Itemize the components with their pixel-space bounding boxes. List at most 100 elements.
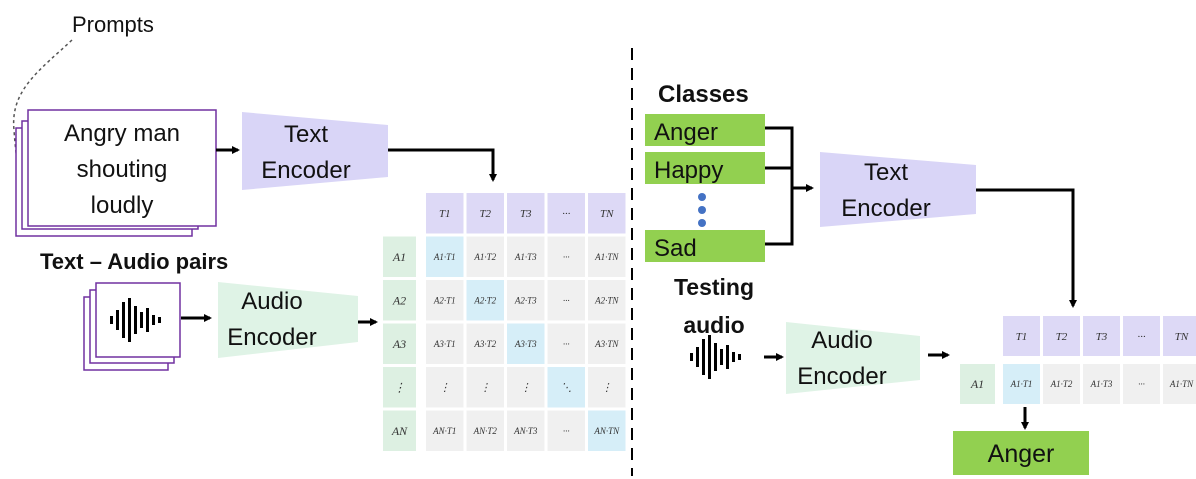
- matrix-cell-label: A2·T2: [473, 295, 496, 305]
- matrix-cell-label: AN·T1: [432, 426, 456, 436]
- matrix-cell: [547, 410, 585, 451]
- test-matrix-header-a: [960, 364, 995, 404]
- class-connectors: [765, 126, 814, 246]
- test-matrix-cell: [1083, 364, 1120, 404]
- matrix-cell-diagonal: [547, 367, 585, 408]
- matrix-header-t-label: ···: [562, 208, 571, 220]
- matrix-header-a-label: ⋮: [394, 380, 406, 394]
- matrix-cell-label: A2·TN: [594, 295, 619, 305]
- result-box: Anger: [953, 431, 1089, 475]
- matrix-header-t: [588, 193, 626, 234]
- matrix-cell: [466, 323, 504, 364]
- matrix-cell: [507, 280, 545, 321]
- test-matrix-header-a-label: A1: [970, 377, 984, 391]
- vertical-ellipsis-icon: [698, 193, 706, 227]
- class-label: Happy: [654, 157, 723, 184]
- test-matrix-cell-label: ···: [1138, 379, 1145, 389]
- prompt-line: shouting: [77, 156, 168, 183]
- matrix-cell: [547, 323, 585, 364]
- matrix-cell-diagonal: [426, 236, 464, 277]
- matrix-header-t-label: TN: [600, 208, 614, 220]
- text-encoder-training: Text Encoder: [242, 112, 388, 190]
- prompt-line: loudly: [91, 192, 154, 219]
- matrix-cell-label: A1·TN: [594, 252, 619, 262]
- matrix-cell: [426, 410, 464, 451]
- matrix-cell-label: A2·T3: [514, 295, 537, 305]
- audio-encoder-line: Encoder: [797, 363, 886, 390]
- test-matrix-header-t: [1003, 316, 1040, 356]
- matrix-header-a-label: A1: [392, 250, 406, 264]
- matrix-header-t-label: T2: [479, 208, 491, 220]
- matrix-header-a-label: A3: [392, 337, 406, 351]
- matrix-cell-diagonal: [588, 410, 626, 451]
- matrix-cell: [507, 236, 545, 277]
- matrix-cell: [426, 323, 464, 364]
- matrix-cell-label: ···: [563, 426, 570, 436]
- prompt-document-stack: Angry man shouting loudly: [15, 109, 217, 237]
- test-matrix-header-t-label: T1: [1016, 331, 1028, 343]
- matrix-cell-label: A3·T3: [514, 339, 537, 349]
- matrix-cell: [466, 367, 504, 408]
- test-matrix-header-t-label: T3: [1096, 331, 1108, 343]
- test-matrix-cell: [1043, 364, 1080, 404]
- prompts-connector: [12, 39, 73, 186]
- matrix-cell-label: A1·T1: [433, 252, 456, 262]
- matrix-cell-label: ⋮: [601, 382, 612, 394]
- audio-encoder-training: Audio Encoder: [218, 282, 358, 358]
- matrix-header-a: [383, 280, 416, 321]
- matrix-cell-label: ⋮: [439, 382, 450, 394]
- test-matrix-header-t: [1123, 316, 1160, 356]
- matrix-cell-label: AN·TN: [593, 426, 620, 436]
- text-encoder-testing: Text Encoder: [820, 152, 976, 227]
- audio-encoder-line: Audio: [241, 288, 302, 315]
- matrix-header-a: [383, 367, 416, 408]
- waveform-icon: [690, 335, 741, 379]
- matrix-header-a-label: AN: [391, 424, 408, 438]
- text-audio-pairs-label: Text – Audio pairs: [40, 249, 228, 274]
- matrix-header-t-label: T3: [520, 208, 532, 220]
- matrix-cell: [547, 280, 585, 321]
- matrix-cell-label: AN·T2: [473, 426, 498, 436]
- matrix-header-a: [383, 410, 416, 451]
- result-label: Anger: [988, 440, 1055, 468]
- prompt-line: Angry man: [64, 120, 180, 147]
- matrix-header-a: [383, 323, 416, 364]
- matrix-cell-label: ···: [563, 339, 570, 349]
- class-label: Sad: [654, 235, 697, 262]
- test-matrix-header-t: [1043, 316, 1080, 356]
- matrix-cell: [466, 410, 504, 451]
- matrix-header-t: [426, 193, 464, 234]
- test-matrix-cell-best: [1003, 364, 1040, 404]
- matrix-cell-label: ···: [563, 295, 570, 305]
- matrix-cell-label: ⋮: [480, 382, 491, 394]
- matrix-header-t-label: T1: [439, 208, 451, 220]
- testing-audio-label: Testing: [674, 274, 754, 300]
- matrix-cell-diagonal: [466, 280, 504, 321]
- matrix-cell: [466, 236, 504, 277]
- matrix-cell-label: A1·T3: [514, 252, 537, 262]
- audio-encoder-testing: Audio Encoder: [786, 322, 920, 394]
- matrix-cell-label: A3·T2: [473, 339, 496, 349]
- arrow-text-encoder-to-matrix: [388, 148, 497, 182]
- matrix-header-t: [507, 193, 545, 234]
- class-box-anger: Anger: [645, 114, 765, 146]
- matrix-cell: [588, 323, 626, 364]
- text-encoder-line: Text: [284, 121, 328, 148]
- matrix-cell: [588, 236, 626, 277]
- text-encoder-line: Encoder: [261, 157, 350, 184]
- audio-document-stack: [83, 282, 181, 371]
- matrix-cell-label: ⋱: [561, 382, 572, 394]
- text-encoder-line: Encoder: [841, 195, 930, 222]
- audio-encoder-line: Encoder: [227, 324, 316, 351]
- matrix-cell-diagonal: [507, 323, 545, 364]
- test-matrix-header-t-label: T2: [1056, 331, 1068, 343]
- test-matrix-header-t: [1083, 316, 1120, 356]
- test-matrix-cell: [1163, 364, 1196, 404]
- test-matrix-cell-label: A1·TN: [1169, 379, 1194, 389]
- class-box-happy: Happy: [645, 152, 765, 184]
- prompts-label: Prompts: [72, 12, 154, 37]
- matrix-cell: [588, 367, 626, 408]
- matrix-cell-label: A2·T1: [433, 295, 456, 305]
